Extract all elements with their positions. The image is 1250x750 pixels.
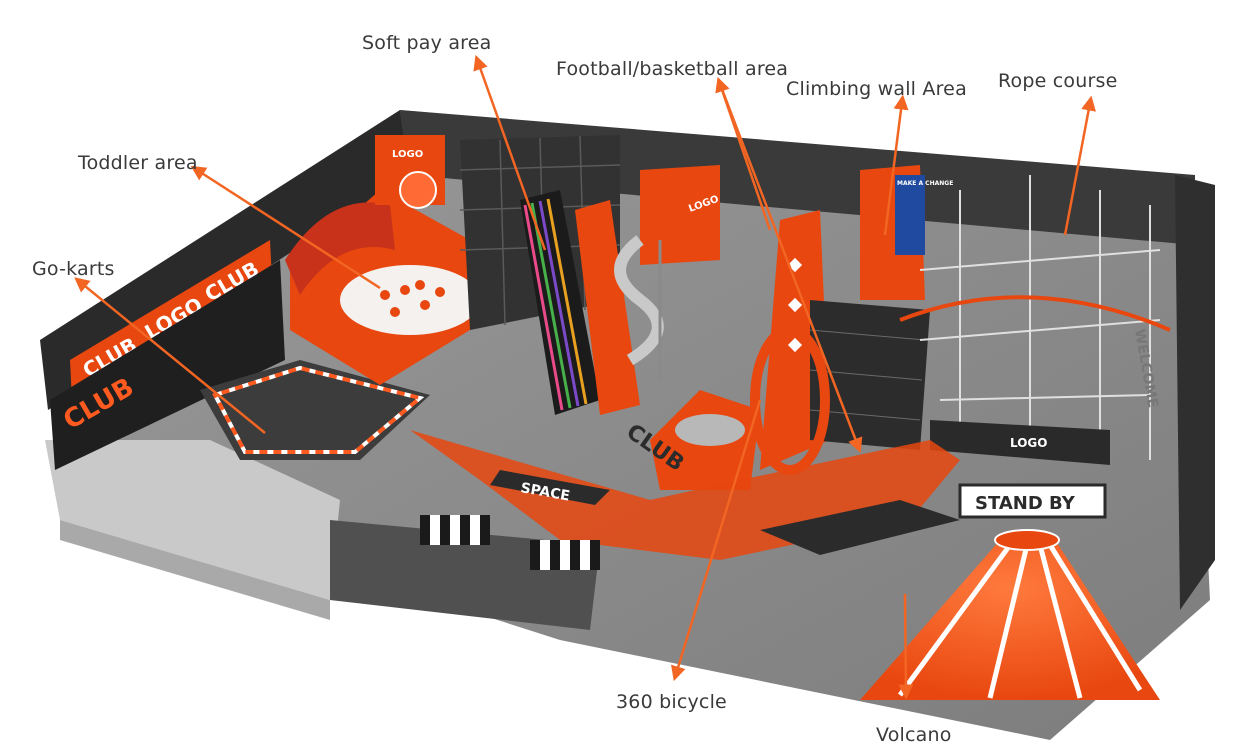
arrow-toddler <box>190 165 381 290</box>
label-bicycle: 360 bicycle <box>616 691 727 713</box>
arrow-rope <box>1063 95 1096 236</box>
bicycle-loop <box>750 325 830 475</box>
arrow-soft-play <box>473 54 547 251</box>
orange-slide <box>575 200 640 415</box>
ball-pit <box>340 265 480 335</box>
arrow-gokarts <box>74 277 266 434</box>
arrow-football-down <box>718 83 863 454</box>
logo-rope-text: LOGO <box>1010 436 1047 450</box>
label-volcano: Volcano <box>876 724 952 746</box>
label-football: Football/basketball area <box>556 58 789 80</box>
checkered-barrier <box>420 515 600 570</box>
label-toddler: Toddler area <box>78 152 198 174</box>
stand-by-text: STAND BY <box>975 493 1076 514</box>
left-wall-lower <box>50 260 285 470</box>
front-ledge-side <box>60 520 330 620</box>
arrow-bicycle <box>671 399 762 682</box>
label-soft-play: Soft pay area <box>362 32 492 54</box>
rope-base <box>930 420 1110 465</box>
label-climbing: Climbing wall Area <box>786 78 967 100</box>
logo-top-text: LOGO <box>392 149 423 160</box>
rope-course <box>919 175 1161 460</box>
central-tower <box>640 165 720 265</box>
spiral-slide <box>614 235 664 366</box>
right-wall <box>1175 175 1215 610</box>
tunnel-roof <box>285 202 395 295</box>
make-change-text: MAKE A CHANGE <box>897 180 953 187</box>
stand-by-sign <box>958 483 1107 519</box>
arrow-climbing <box>883 94 909 236</box>
front-ledge <box>45 440 340 600</box>
label-gokarts: Go-karts <box>32 258 115 280</box>
arrow-volcano <box>898 593 914 700</box>
label-rope: Rope course <box>998 70 1118 92</box>
